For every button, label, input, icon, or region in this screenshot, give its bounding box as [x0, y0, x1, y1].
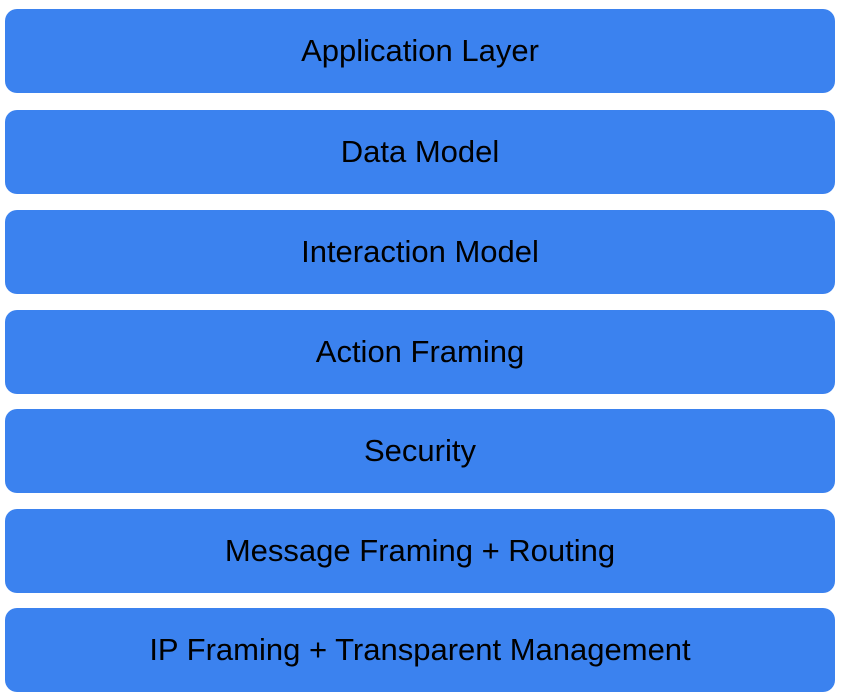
layer-label: Security	[364, 433, 476, 468]
layer-security: Security	[5, 409, 835, 493]
layer-action-framing: Action Framing	[5, 310, 835, 394]
layer-label: Application Layer	[301, 33, 539, 68]
layer-label: IP Framing + Transparent Management	[149, 632, 691, 667]
layer-data-model: Data Model	[5, 110, 835, 194]
layer-interaction-model: Interaction Model	[5, 210, 835, 294]
layer-message-framing-routing: Message Framing + Routing	[5, 509, 835, 593]
layer-label: Message Framing + Routing	[224, 533, 616, 568]
layer-application: Application Layer	[5, 9, 835, 93]
layer-label: Interaction Model	[301, 234, 539, 269]
layer-label: Data Model	[340, 134, 500, 169]
layer-label: Action Framing	[315, 334, 525, 369]
layer-ip-framing-transparent-management: IP Framing + Transparent Management	[5, 608, 835, 692]
